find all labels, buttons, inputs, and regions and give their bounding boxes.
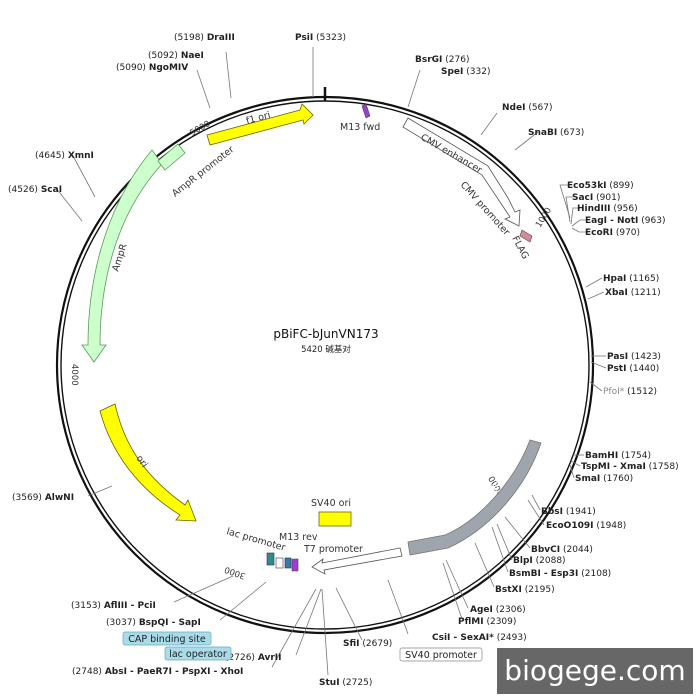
- site-hpai[interactable]: HpaI (1165): [603, 274, 659, 284]
- site-bsmbi-esp3i[interactable]: BsmBI - Esp3I (2108): [509, 569, 611, 579]
- site-xmni[interactable]: (4645) XmnI: [35, 151, 94, 161]
- lac-operator-box[interactable]: [164, 646, 232, 661]
- feature-lac-promoter-label: lac promoter: [225, 526, 287, 553]
- site-xhoi[interactable]: (2748) AbsI - PaeR7I - PspXI - XhoI: [72, 667, 243, 677]
- sv40-promoter-label: SV40 promoter: [405, 650, 477, 661]
- site-spei[interactable]: SpeI (332): [441, 67, 490, 77]
- cap-binding-site-box[interactable]: [122, 631, 212, 646]
- site-bstxi[interactable]: BstXI (2195): [495, 585, 555, 595]
- watermark-background: [497, 648, 693, 694]
- site-eagi-noti[interactable]: EagI - NotI (963): [585, 216, 665, 226]
- feature-t7-promoter[interactable]: [311, 547, 403, 575]
- feature-ampr-promoter[interactable]: [157, 143, 186, 171]
- site-bsrgi[interactable]: BsrGI (276): [415, 55, 469, 65]
- feature-m13-fwd-label: M13 fwd: [340, 122, 380, 133]
- sv40-promoter-box[interactable]: [399, 647, 483, 662]
- site-xbai[interactable]: XbaI (1211): [605, 288, 661, 298]
- tick-1000: 1000: [534, 206, 554, 230]
- site-pflmi[interactable]: PflMI (2309): [458, 617, 516, 627]
- lac-operator-label: lac operator: [169, 649, 227, 660]
- plasmid-name: pBiFC-bJunVN173: [273, 327, 378, 341]
- site-tspmi-xmai[interactable]: TspMI - XmaI (1758): [581, 462, 679, 472]
- feature-flag[interactable]: [519, 229, 533, 243]
- site-avrii[interactable]: (2726) AvrII: [225, 653, 281, 663]
- feature-m13-fwd[interactable]: [361, 103, 371, 119]
- site-csii-sexai[interactable]: CsiI - SexAI* (2493): [432, 633, 527, 643]
- watermark: biogege.com: [504, 654, 686, 687]
- site-alwni[interactable]: (3569) AlwNI: [12, 493, 74, 503]
- site-bbvci[interactable]: BbvCI (2044): [531, 545, 593, 555]
- site-smai[interactable]: SmaI (1760): [575, 474, 633, 484]
- site-eco53ki[interactable]: Eco53kI (899): [567, 181, 634, 191]
- tick-3000: 3000: [223, 564, 247, 581]
- feature-m13-rev-label: M13 rev: [279, 532, 318, 543]
- feature-t7-promoter-label: T7 promoter: [303, 544, 363, 555]
- site-pfoi[interactable]: PfoI* (1512): [603, 387, 657, 397]
- cap-binding-site-label: CAP binding site: [128, 634, 206, 645]
- site-stui[interactable]: StuI (2725): [319, 678, 372, 688]
- feature-lac-promoter[interactable]: [275, 557, 284, 569]
- site-scai[interactable]: (4526) ScaI: [8, 185, 62, 195]
- site-pasi[interactable]: PasI (1423): [607, 352, 661, 362]
- site-hindiii[interactable]: HindIII (956): [577, 204, 638, 214]
- site-ndei[interactable]: NdeI (567): [502, 103, 553, 113]
- feature-sv40-ori[interactable]: [318, 511, 352, 527]
- site-bbsi[interactable]: BbsI (1941): [541, 507, 596, 517]
- site-sapi[interactable]: (3037) BspQI - SapI: [106, 618, 201, 628]
- tick-4000: 4000: [69, 364, 79, 386]
- feature-cmv-enhancer-promoter[interactable]: [402, 117, 521, 227]
- feature-hgh-polya[interactable]: [407, 439, 542, 556]
- feature-sv40-ori-label: SV40 ori: [311, 498, 351, 509]
- site-connectors: [55, 47, 607, 676]
- site-ngomiv[interactable]: (5090) NgoMIV: [116, 63, 188, 73]
- feature-lac-operator-mark[interactable]: [284, 557, 292, 569]
- site-agei[interactable]: AgeI (2306): [470, 605, 526, 615]
- feature-cap-site-mark[interactable]: [266, 552, 275, 566]
- feature-cmv-enhancer-label: CMV enhancer: [419, 132, 484, 176]
- site-ecoo109i[interactable]: EcoO109I (1948): [546, 521, 626, 531]
- feature-cmv-promoter-label: CMV promoter: [458, 180, 512, 238]
- plasmid-size: 5420 碱基对: [301, 344, 351, 355]
- site-draiii[interactable]: (5198) DraIII: [174, 33, 235, 43]
- feature-f1-ori[interactable]: [206, 103, 314, 146]
- site-psti[interactable]: PstI (1440): [607, 364, 659, 374]
- site-snabi[interactable]: SnaBI (673): [528, 128, 584, 138]
- site-psii[interactable]: PsiI (5323): [295, 33, 346, 43]
- site-blpi[interactable]: BlpI (2088): [513, 556, 566, 566]
- site-bamhi[interactable]: BamHI (1754): [585, 451, 651, 461]
- site-sfii[interactable]: SfiI (2679): [343, 639, 392, 649]
- site-saci[interactable]: SacI (901): [572, 193, 620, 203]
- site-ecori[interactable]: EcoRI (970): [585, 228, 640, 238]
- feature-ori[interactable]: [99, 403, 197, 522]
- feature-ampr[interactable]: [81, 149, 163, 363]
- feature-m13-rev[interactable]: [291, 558, 299, 572]
- site-naei[interactable]: (5092) NaeI: [148, 51, 204, 61]
- site-pcii[interactable]: (3153) AflIII - PciI: [71, 601, 156, 611]
